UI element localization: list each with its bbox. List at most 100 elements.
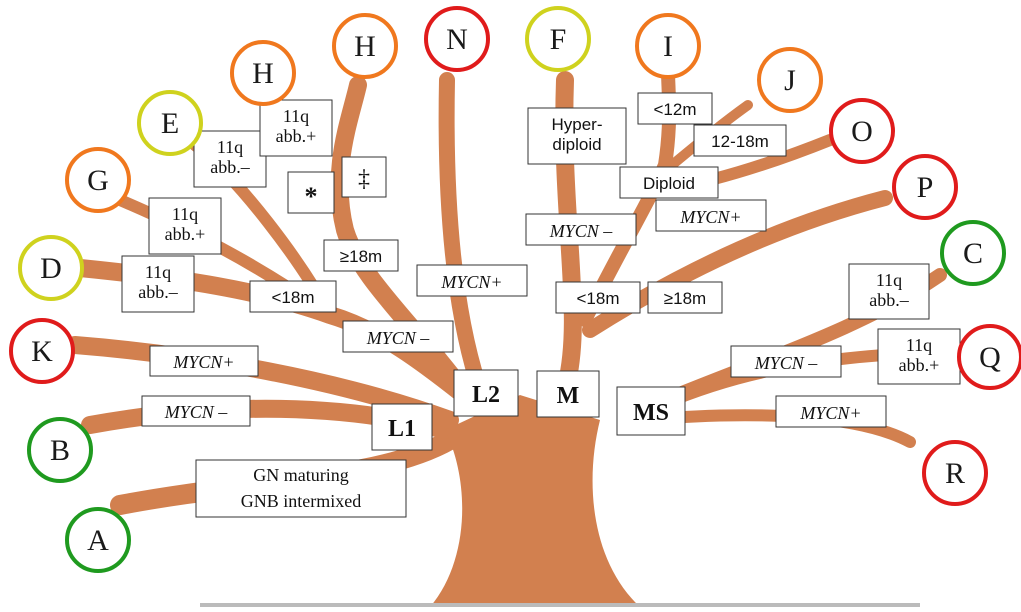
gn-gnb-box: GN maturing GNB intermixed [195, 459, 407, 518]
m-mycn-pos: MYCN+ [679, 207, 741, 227]
node-g: G [65, 147, 131, 213]
node-circle [65, 147, 131, 213]
m12-18m-label: 12-18m [711, 132, 769, 151]
node-label: N [446, 23, 468, 56]
ge18m-left-box: ≥18m [323, 239, 399, 272]
l1-mycn-pos: MYCN+ [172, 352, 234, 372]
double-dagger-symbol: ‡ [358, 166, 370, 192]
node-circle [922, 440, 988, 506]
node-circle [27, 417, 93, 483]
double-dagger-box: ‡ [341, 156, 387, 198]
node-o: O [829, 98, 895, 164]
ms-mycn-neg-box: MYCN – [730, 345, 842, 378]
l2-mycn-pos: MYCN+ [440, 272, 502, 292]
m-lt18m-box: <18m [555, 281, 641, 314]
node-label: E [161, 107, 179, 140]
node-circle [892, 154, 958, 220]
node-circle [9, 318, 75, 384]
lt12m-label: <12m [654, 100, 697, 119]
node-label: B [50, 434, 70, 467]
m-lt18m: <18m [577, 289, 620, 308]
branch [438, 72, 488, 398]
node-label: G [87, 164, 109, 197]
node-circle [332, 13, 398, 79]
m-ge18m-box: ≥18m [647, 281, 723, 314]
node-c: C [940, 220, 1006, 286]
node-n: N [424, 6, 490, 72]
diploid-box: Diploid [619, 166, 719, 199]
m-mycn-neg: MYCN – [549, 221, 614, 241]
hyperdiploid-label: Hyper-diploid [551, 115, 602, 154]
trunk [430, 395, 640, 607]
node-label: R [945, 457, 965, 490]
lt18m-left-box: <18m [249, 280, 337, 313]
node-label: P [917, 171, 934, 204]
node-label: Q [979, 341, 1001, 374]
asterisk-box: * [287, 171, 335, 214]
ms-mycn-pos-box: MYCN+ [775, 395, 887, 428]
gn-line2: GNB intermixed [241, 491, 361, 511]
m-mycn-neg-box: MYCN – [525, 213, 637, 246]
diploid-label: Diploid [643, 174, 695, 193]
node-circle [757, 47, 823, 113]
l2-box: L2 [453, 369, 519, 417]
node-e: E [137, 90, 203, 156]
l1-mycn-neg: MYCN – [164, 402, 229, 422]
ge18m-left: ≥18m [340, 247, 382, 266]
ms-mycn-neg: MYCN – [754, 353, 819, 373]
node-label: H [354, 30, 376, 63]
label-layer: GN maturing GNB intermixed L1 L2 M MS MY… [121, 92, 961, 518]
node-circle [230, 40, 296, 106]
l1-mycn-pos-box: MYCN+ [149, 345, 259, 377]
l1-label: L1 [388, 416, 416, 442]
node-circle [424, 6, 490, 72]
node-label: O [851, 115, 873, 148]
node-q: Q [957, 324, 1021, 390]
node-i: I [635, 13, 701, 79]
asterisk-symbol: * [305, 182, 318, 211]
lt12m-box: <12m [637, 92, 713, 125]
node-circle [940, 220, 1006, 286]
node-circle [525, 6, 591, 72]
node-r: R [922, 440, 988, 506]
node-label: D [40, 252, 62, 285]
node-label: F [550, 23, 567, 56]
node-a: A [65, 507, 131, 573]
node-label: H [252, 57, 274, 90]
node-circle [137, 90, 203, 156]
node-circle [635, 13, 701, 79]
m-box: M [536, 370, 600, 418]
ground-line [200, 603, 920, 607]
node-h2: H [332, 13, 398, 79]
node-label: I [663, 30, 673, 63]
gn-line1: GN maturing [253, 465, 348, 485]
node-label: A [87, 524, 109, 557]
l2-mycn-neg: MYCN – [366, 328, 431, 348]
node-b: B [27, 417, 93, 483]
node-d: D [18, 235, 84, 301]
node-j: J [757, 47, 823, 113]
l1-box: L1 [371, 403, 433, 451]
node-circle [829, 98, 895, 164]
node-p: P [892, 154, 958, 220]
node-k: K [9, 318, 75, 384]
node-h1: H [230, 40, 296, 106]
node-label: K [31, 335, 53, 368]
l1-mycn-neg-box: MYCN – [141, 395, 251, 427]
node-label: C [963, 237, 983, 270]
node-f: F [525, 6, 591, 72]
